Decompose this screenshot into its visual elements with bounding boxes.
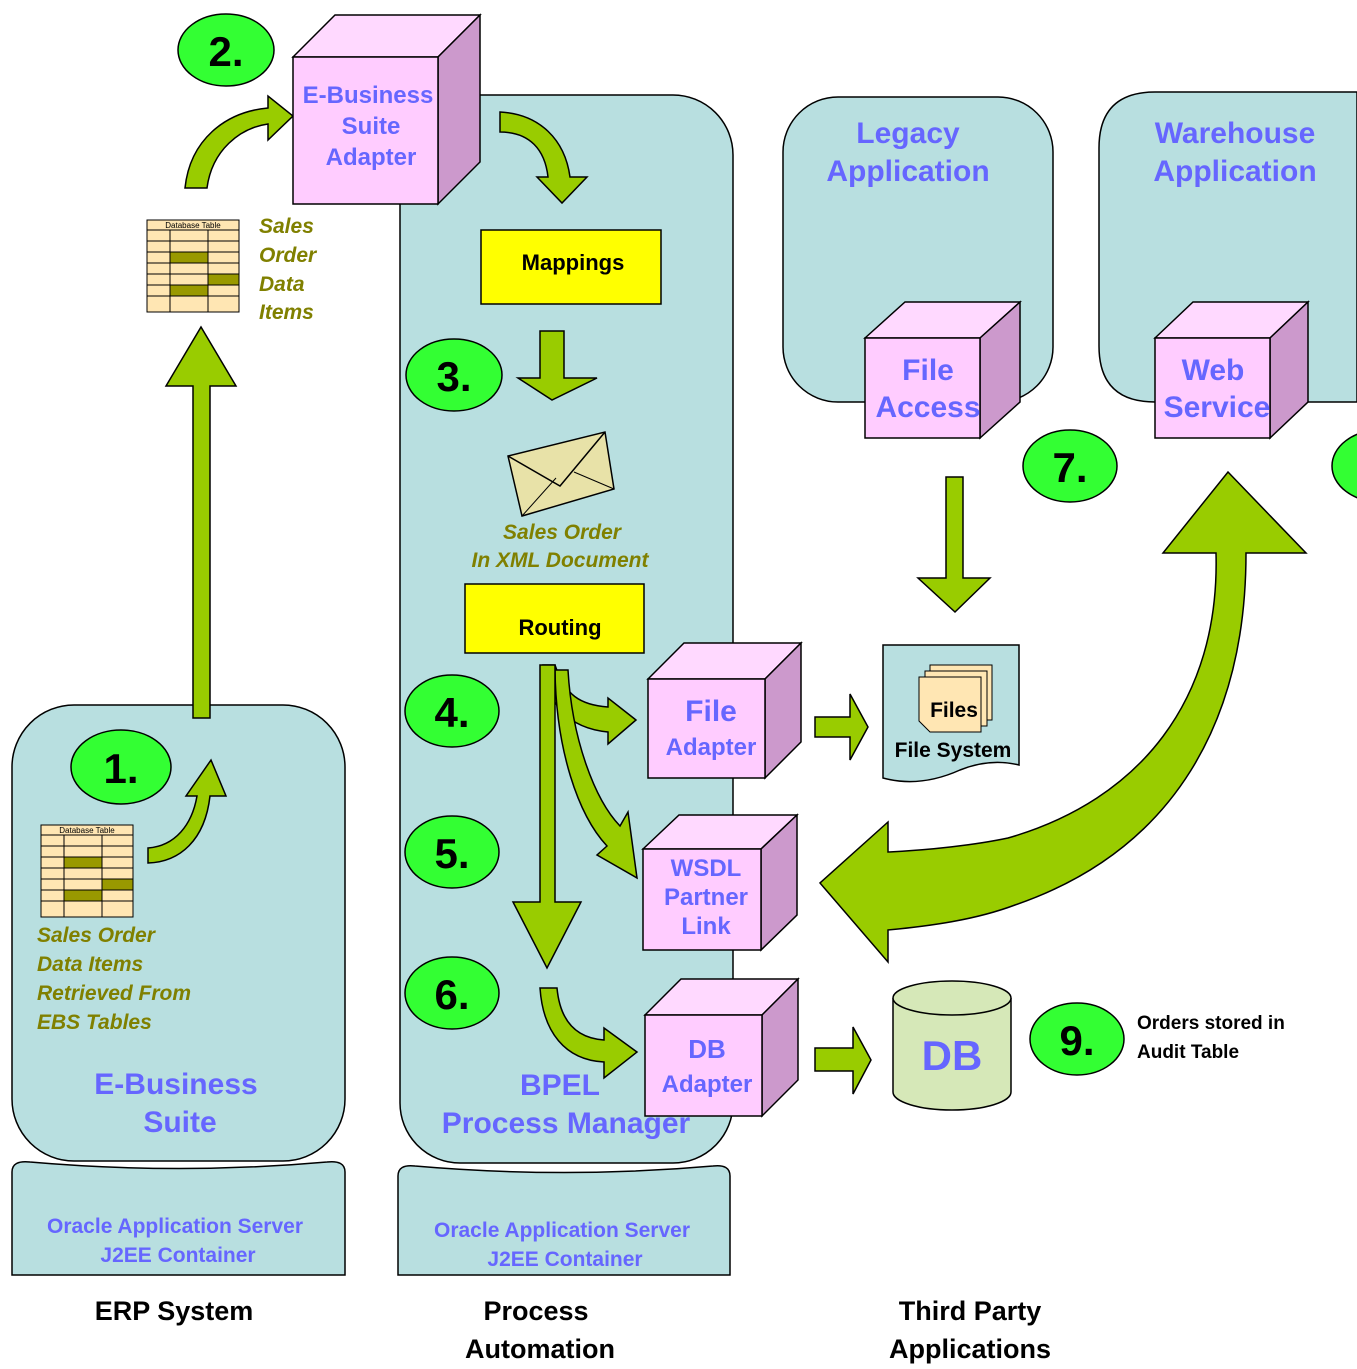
table-icon-title-erp: Database Table [59,826,115,835]
sales-order-line3: Data [259,273,305,296]
step-7-label: 7. [1052,444,1087,491]
sales-order-line4: Items [259,301,314,324]
database-table-icon-top: Database Table [146,219,240,313]
files-label: Files [930,699,978,722]
ebs-adapter-line2: Suite [342,113,401,140]
column-label-process-line1: Process [483,1296,588,1326]
web-service-line2: Service [1164,391,1271,424]
ebs-title-line2: Suite [143,1106,216,1139]
step-circle-6: 6. [404,956,500,1030]
file-adapter-cube: File Adapter [646,641,803,780]
step-circle-5: 5. [404,815,500,889]
file-system: Files File System [882,644,1020,783]
file-access-cube: File Access [863,300,1022,440]
wsdl-line1: WSDL [671,855,742,882]
legacy-title-line2: Application [826,155,989,188]
wsdl-line3: Link [681,913,731,940]
ebs-container: E-Business Suite [11,704,346,1162]
ebs-adapter-line3: Adapter [326,144,417,171]
erp-app-server: Oracle Application Server J2EE Container [11,1160,346,1276]
ebs-adapter-line1: E-Business [303,82,434,109]
arrow-curve-into-bpel [499,111,589,205]
step-3-label: 3. [436,353,471,400]
step-5-label: 5. [434,830,469,877]
column-label-process-line2: Automation [465,1334,615,1364]
ebs-adapter-cube: E-Business Suite Adapter [291,13,482,206]
db-label: DB [922,1032,983,1079]
xml-doc-line1: Sales Order [503,521,623,544]
step-6-label: 6. [434,971,469,1018]
wsdl-line2: Partner [664,884,748,911]
routing-label: Routing [518,615,601,640]
process-app-server-line1: Oracle Application Server [434,1219,690,1242]
web-service-cube: Web Service [1153,300,1310,440]
orders-stored-line1: Orders stored in [1137,1013,1285,1034]
step-9-label: 9. [1059,1017,1094,1064]
erp-app-server-line2: J2EE Container [100,1244,255,1267]
db-adapter-line2: Adapter [662,1071,753,1098]
step-circle-2: 2. [177,13,275,87]
process-app-server: Oracle Application Server J2EE Container [397,1164,731,1276]
web-service-line1: Web [1182,354,1245,387]
column-label-third-party-line1: Third Party [899,1296,1042,1326]
mappings-label: Mappings [522,250,625,275]
process-app-server-line2: J2EE Container [487,1248,642,1271]
table-icon-title-top: Database Table [165,221,221,230]
database-cylinder-icon: DB [892,980,1012,1111]
db-adapter-line1: DB [688,1034,726,1064]
db-adapter-cube: DB Adapter [643,977,800,1118]
arrow-routing-to-wsdl [554,669,638,880]
envelope-icon [507,431,615,517]
file-system-label: File System [895,739,1012,762]
arrow-up-ebs [164,325,238,719]
retrieved-line1: Sales Order [37,924,157,947]
mappings-box: Mappings [480,229,662,305]
file-adapter-line2: Adapter [666,734,757,761]
column-label-third-party-line2: Applications [889,1334,1051,1364]
legacy-title-line1: Legacy [856,117,960,150]
arrow-down-mappings [515,330,598,401]
step-circle-3: 3. [405,338,503,412]
file-access-line1: File [902,354,954,387]
xml-doc-line2: In XML Document [472,549,650,572]
file-access-line2: Access [875,391,980,424]
retrieved-line2: Data Items [37,953,143,976]
arrow-curve-erp [147,758,228,864]
step-1-label: 1. [103,745,138,792]
bpel-title-line1: BPEL [520,1069,600,1102]
arrow-curve-to-adapter [184,94,295,189]
ebs-title-line1: E-Business [94,1068,257,1101]
arrow-file-access-down [916,476,992,614]
routing-box: Routing [464,583,645,654]
step-circle-7: 7. [1022,429,1118,503]
file-adapter-line1: File [685,695,737,728]
step-2-label: 2. [208,28,243,75]
arrow-to-file-system [814,693,869,761]
step-4-label: 4. [434,689,469,736]
orders-stored-line2: Audit Table [1137,1042,1239,1063]
warehouse-title-line2: Application [1153,155,1316,188]
warehouse-title-line1: Warehouse [1155,117,1316,150]
retrieved-line3: Retrieved From [37,982,191,1005]
arrow-to-db [814,1026,872,1095]
sales-order-line1: Sales [259,215,314,238]
erp-app-server-line1: Oracle Application Server [47,1215,303,1238]
step-circle-4: 4. [404,674,500,748]
step-circle-9: 9. [1029,1002,1125,1076]
step-circle-1: 1. [70,729,172,805]
arrow-webservice-wsdl [818,470,1308,965]
step-circle-8-partial [1331,433,1357,499]
arrow-routing-down [511,664,583,970]
retrieved-line4: EBS Tables [37,1011,152,1034]
sales-order-line2: Order [259,244,318,267]
wsdl-partner-link-cube: WSDL Partner Link [641,813,799,952]
column-label-erp: ERP System [95,1296,254,1326]
arrow-to-db-adapter [539,987,639,1080]
database-table-icon-erp: Database Table [40,824,134,918]
